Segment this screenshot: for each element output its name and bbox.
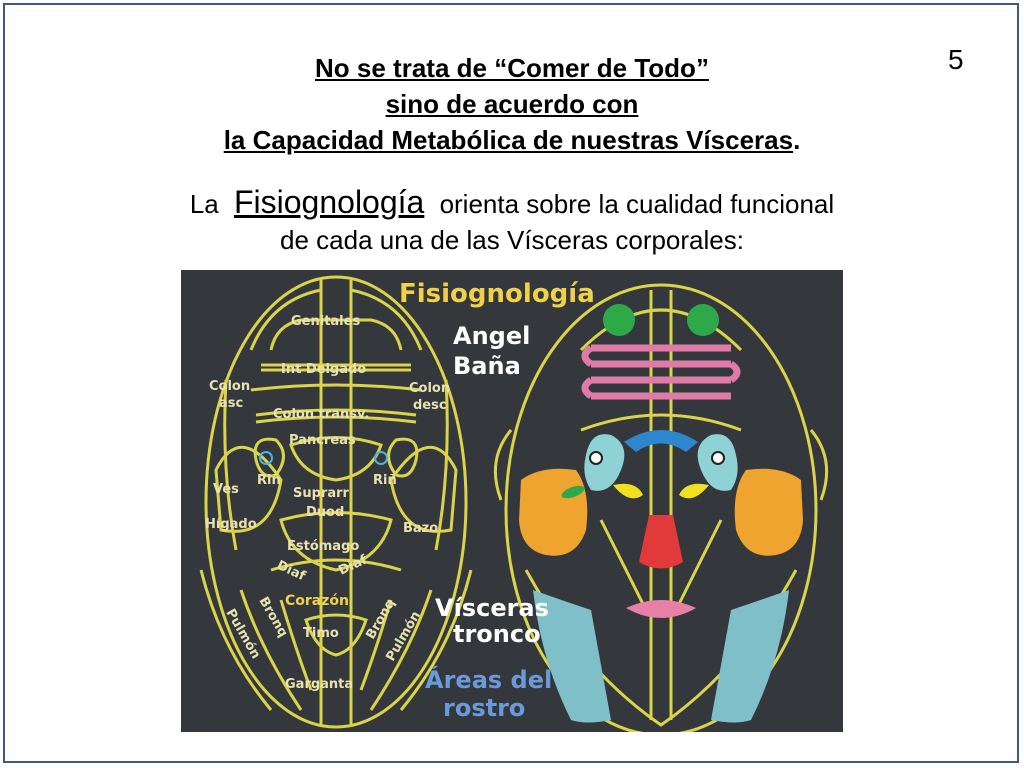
lips-area (626, 600, 696, 618)
right-face-areas (519, 304, 803, 723)
areas-line-1: Áreas del (425, 665, 552, 694)
label-int-delgado: Int Delgado (281, 362, 366, 377)
label-rin-left: Riñ (257, 473, 281, 488)
spleen-area (734, 468, 803, 556)
kidney-area-left (584, 434, 625, 491)
eye-right (711, 451, 725, 465)
title-line-3: la Capacidad Metabólica de nuestras Vísc… (223, 125, 794, 155)
label-colon-desc-2: desc (413, 398, 447, 413)
stomach-area-right (679, 483, 709, 499)
eye-left (589, 451, 603, 465)
label-colon-desc-1: Colon (409, 381, 450, 396)
intestine-area (581, 344, 741, 400)
label-duod: Duod (306, 505, 344, 520)
label-genitales: Genitales (291, 314, 360, 329)
author-line-1: Angel (453, 322, 530, 350)
subtitle-prefix: La (189, 189, 219, 219)
label-colon-transv: Colon transv. (273, 407, 369, 422)
slide-frame (3, 3, 1019, 763)
lung-area-left (533, 590, 611, 723)
label-suprarr: Suprarr (293, 486, 350, 501)
genital-area-right (687, 304, 719, 336)
subtitle-rest: orienta sobre la cualidad funcional (439, 189, 835, 219)
nose-area (639, 515, 683, 569)
areas-line-2: rostro (443, 694, 525, 722)
diagram-title: Fisiognología (399, 279, 595, 309)
label-colon-asc-2: asc (219, 396, 243, 411)
fisiognologia-diagram: Genitales Int Delgado Colon asc Colon de… (181, 270, 843, 732)
pancreas-area (624, 430, 698, 452)
subtitle-line-2: de cada una de las Vísceras corporales: (280, 225, 744, 255)
title-period: . (793, 125, 801, 155)
label-estomago: Estómago (287, 539, 359, 554)
lung-area-right (711, 590, 789, 723)
label-higado: Hígado (205, 517, 257, 532)
left-kidney-dot (259, 451, 273, 465)
label-corazon: Corazón (285, 593, 349, 609)
label-ves: Ves (213, 482, 239, 497)
label-rin-right: Riñ (373, 473, 397, 488)
slide-subtitle: La Fisiognología orienta sobre la cualid… (0, 184, 1024, 258)
label-bazo: Bazo (403, 521, 438, 536)
slide-number: 5 (948, 44, 964, 75)
right-kidney-dot (374, 451, 388, 465)
left-face-outline (199, 275, 473, 729)
viscera-line-2: tronco (453, 620, 541, 648)
slide-title: No se trata de “Comer de Todo” sino de a… (0, 50, 1024, 158)
stomach-area-left (613, 483, 643, 499)
label-timo: Timo (303, 626, 339, 641)
title-line-2: sino de acuerdo con (385, 89, 639, 119)
label-garganta: Garganta (285, 677, 353, 692)
title-line-1: No se trata de “Comer de Todo” (315, 53, 709, 83)
viscera-line-1: Vísceras (435, 594, 549, 622)
label-pancreas: Pancreas (289, 433, 356, 448)
subtitle-keyword: Fisiognología (233, 184, 425, 220)
genital-area-left (603, 304, 635, 336)
liver-area (519, 468, 588, 556)
gallbladder-area (561, 485, 585, 499)
label-colon-asc-1: Colon (209, 379, 250, 394)
author-line-2: Baña (453, 352, 521, 380)
